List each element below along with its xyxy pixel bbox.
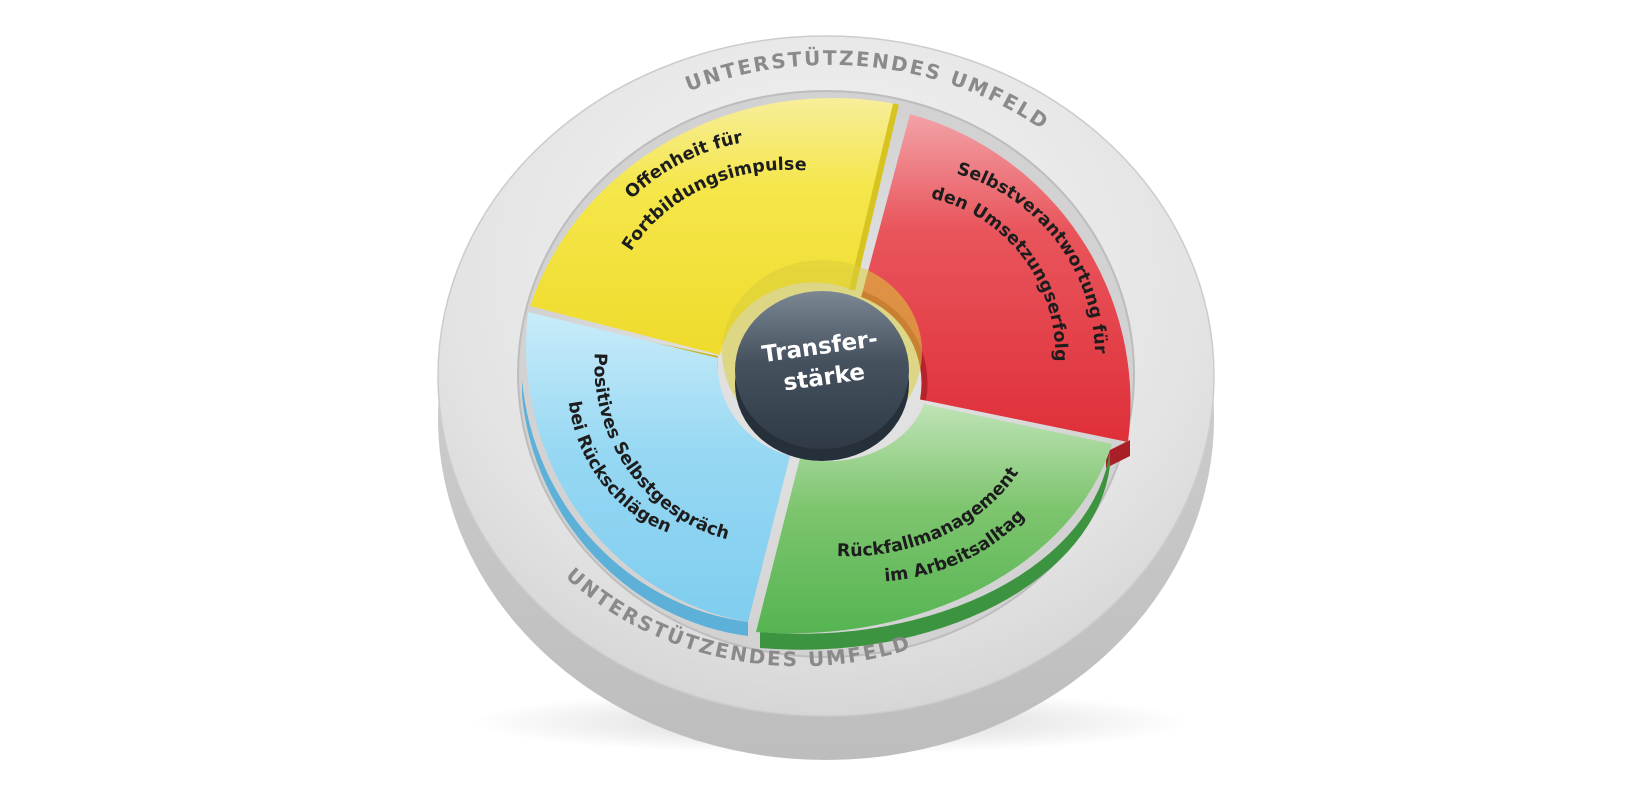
segment-red[interactable]	[862, 114, 1131, 442]
segment-green[interactable]	[756, 404, 1112, 634]
segment-yellow-edge	[849, 103, 899, 291]
segment-yellow[interactable]	[530, 97, 896, 356]
outer-ring-edge	[437, 35, 1215, 717]
red-segment-side	[1106, 440, 1130, 468]
segment-blue[interactable]	[526, 312, 790, 622]
inner-well-rim	[517, 90, 1135, 658]
center-disc[interactable]	[735, 291, 909, 449]
blue-segment-side	[522, 380, 748, 636]
